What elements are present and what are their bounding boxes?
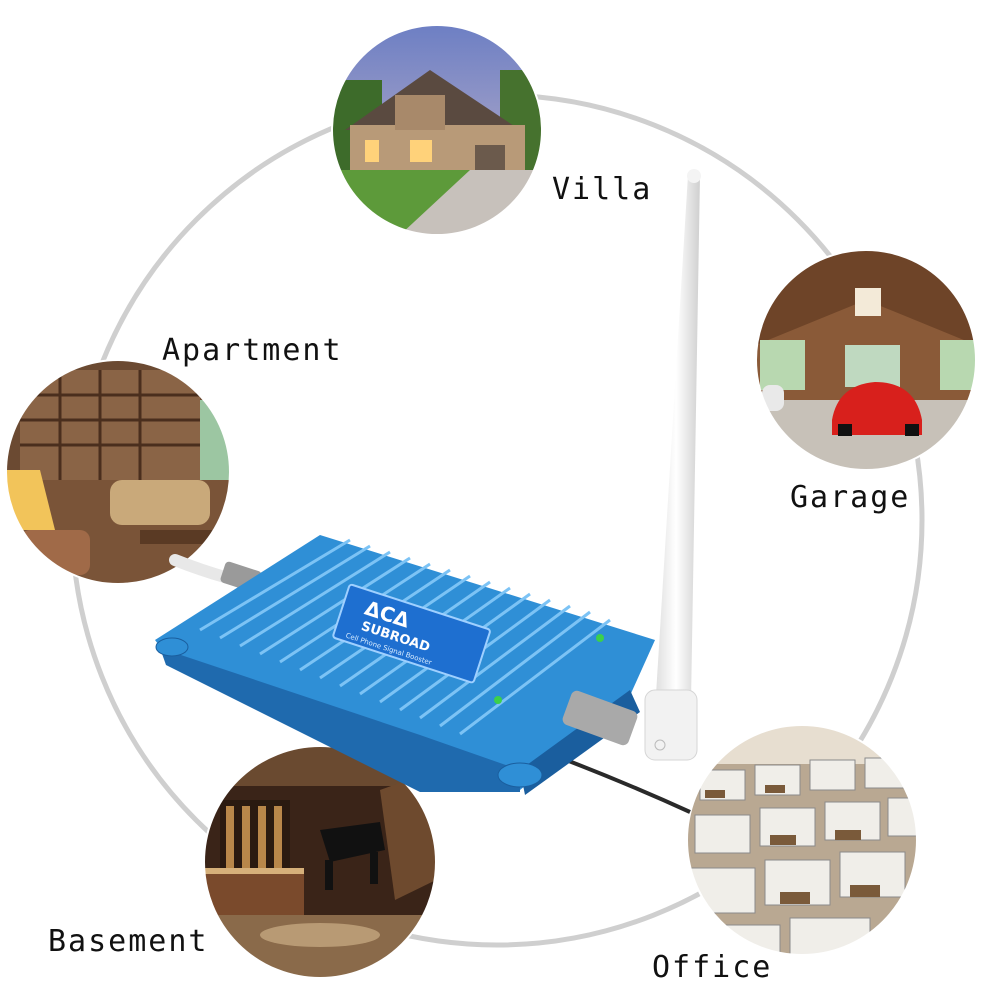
signal-booster-device: ΔCΔ SUBROAD Cell Phone Signal Booster — [155, 169, 701, 814]
label-basement: Basement — [48, 924, 209, 959]
mount-ear — [155, 637, 189, 657]
label-garage: Garage — [790, 480, 911, 515]
label-apartment: Apartment — [162, 333, 343, 368]
antenna — [652, 175, 700, 760]
antenna-connector — [562, 690, 638, 746]
mount-ear — [497, 762, 543, 788]
label-office: Office — [652, 950, 773, 985]
coax-cable — [169, 554, 234, 584]
status-led — [494, 696, 502, 704]
label-villa: Villa — [552, 172, 653, 207]
logo-plate — [332, 583, 491, 684]
apartment-photo — [6, 360, 230, 584]
office-photo — [687, 725, 917, 955]
garage-photo — [756, 250, 976, 470]
status-led — [596, 634, 604, 642]
